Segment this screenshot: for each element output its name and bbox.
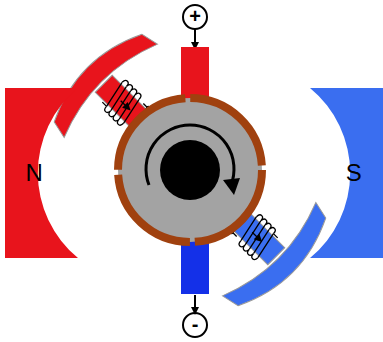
terminal-sign: + — [189, 6, 201, 26]
negative-brush — [181, 241, 209, 294]
south-magnet: S — [310, 88, 383, 258]
rotation-arrowhead — [223, 178, 240, 195]
pole-label: N — [26, 161, 43, 185]
rotation-arrow — [146, 125, 234, 185]
terminal-arrow — [194, 29, 196, 46]
rotor — [118, 98, 262, 242]
commutator-ring — [118, 98, 262, 242]
positive-brush — [181, 47, 209, 99]
north-magnet: N — [5, 88, 78, 258]
terminal-sign: - — [192, 314, 199, 334]
shaft — [160, 140, 220, 200]
terminal-circle — [183, 313, 207, 337]
pole-label: S — [346, 161, 362, 185]
terminal-circle — [183, 5, 207, 29]
terminal-arrow — [194, 295, 196, 311]
